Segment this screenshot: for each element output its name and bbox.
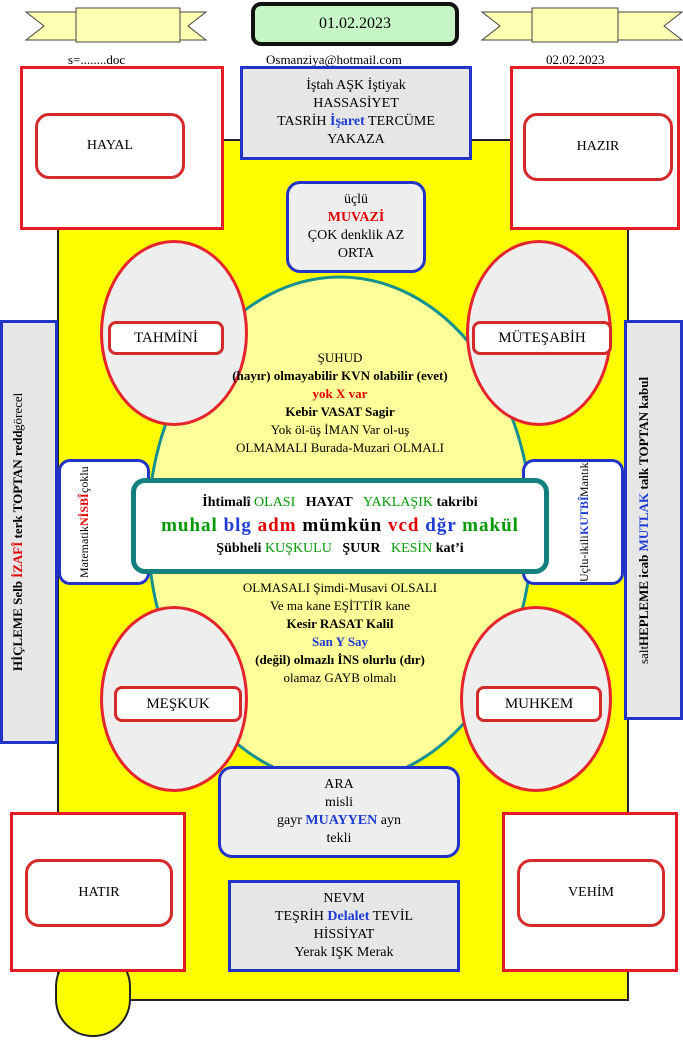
upper-center-line3: ÇOK denklik AZ bbox=[307, 228, 405, 243]
left-side-text: HİÇLEME Selb İZAFÎ terk TOPTAN redd göre… bbox=[9, 329, 27, 735]
bottom-box-line2: TEŞRİH Delalet TEVİL bbox=[274, 909, 414, 924]
upper-text-line4: Kebir VASAT Sagir bbox=[285, 404, 395, 419]
hayal-label: HAYAL bbox=[86, 138, 134, 153]
upper-center-line2: MUVAZİ bbox=[327, 210, 385, 225]
upper-center-line1: üçlü bbox=[343, 192, 369, 207]
file-label: s=........doc bbox=[68, 52, 126, 67]
meskuk-label: MEŞKUK bbox=[146, 695, 210, 712]
hazir-label: HAZIR bbox=[576, 139, 620, 154]
left-side-box: HİÇLEME Selb İZAFÎ terk TOPTAN redd göre… bbox=[0, 320, 58, 744]
right-mid-text: Uçlu-ikili KUTBÎ Mantık bbox=[577, 462, 592, 582]
muhkem-label-box: MUHKEM bbox=[476, 686, 602, 722]
upper-text-block: ŞUHUD (hayır) olmayabilir KVN olabilir (… bbox=[170, 348, 510, 458]
upper-text-line5: Yok öl-üş İMAN Var ol-uş bbox=[270, 422, 410, 437]
lower-text-line3: Kesir RASAT Kalil bbox=[286, 616, 394, 631]
muhkem-label: MUHKEM bbox=[504, 695, 574, 712]
center-row2: muhal blg adm mümkün vcd dğr makül bbox=[161, 515, 519, 536]
lower-center-line2: misli bbox=[324, 795, 353, 810]
date-main: 01.02.2023 bbox=[319, 15, 391, 32]
right-side-text: salt HEPLEME icab MUTLAK talk TOPTAN kab… bbox=[635, 329, 653, 711]
top-box-line3: TASRİH İşaret TERCÜME bbox=[277, 114, 435, 129]
right-side-box: salt HEPLEME icab MUTLAK talk TOPTAN kab… bbox=[624, 320, 683, 720]
center-box: İhtimalî OLASI HAYAT YAKLAŞIK takribi mu… bbox=[131, 478, 549, 574]
left-side-line2: görecel bbox=[10, 392, 25, 431]
right-mid-line2: KUTBÎ bbox=[577, 496, 591, 536]
vehim-label-box: VEHİM bbox=[517, 859, 665, 927]
lower-text-block: OLMASALI Şimdi-Musavi OLSALI Ve ma kane … bbox=[170, 578, 510, 688]
vehim-label: VEHİM bbox=[568, 885, 614, 900]
upper-text-line1: ŞUHUD bbox=[317, 350, 363, 365]
right-side-line2: HEPLEME icab MUTLAK talk TOPTAN kabul bbox=[636, 376, 651, 646]
corner-box-top-left: HAYAL bbox=[20, 66, 224, 230]
lower-text-line2: Ve ma kane EŞİTTİR kane bbox=[269, 598, 411, 613]
hatir-label: HATIR bbox=[78, 885, 120, 900]
corner-box-top-right: HAZIR bbox=[510, 66, 680, 230]
left-mid-line2: NİSBÎ bbox=[77, 493, 91, 526]
left-side-line1: HİÇLEME Selb İZAFÎ terk TOPTAN redd bbox=[10, 430, 25, 672]
bottom-box-line1: NEVM bbox=[323, 891, 365, 906]
lower-center-line3: gayr MUAYYEN ayn bbox=[277, 813, 401, 828]
top-box-line2: HASSASİYET bbox=[313, 96, 399, 111]
right-side-line1: salt bbox=[636, 645, 651, 664]
bottom-box-line3: HİSSİYAT bbox=[313, 927, 375, 942]
corner-box-bottom-left: HATIR bbox=[10, 812, 186, 972]
upper-text-line3: yok X var bbox=[312, 386, 368, 401]
upper-text-line2: (hayır) olmayabilir KVN olabilir (evet) bbox=[232, 368, 448, 383]
left-mid-line3: çoklu bbox=[77, 466, 91, 493]
lower-center-line1: ARA bbox=[324, 777, 354, 792]
left-mid-line1: Matematik bbox=[77, 525, 91, 578]
date-right: 02.02.2023 bbox=[546, 52, 605, 67]
date-badge: 01.02.2023 bbox=[251, 2, 459, 46]
upper-center-box: üçlü MUVAZİ ÇOK denklik AZ ORTA bbox=[286, 181, 426, 273]
hayal-label-box: HAYAL bbox=[35, 113, 185, 179]
corner-box-bottom-right: VEHİM bbox=[502, 812, 678, 972]
bottom-box-line4: Yerak IŞK Merak bbox=[294, 945, 394, 960]
left-mid-text: Matematik NİSBÎ çoklu bbox=[77, 466, 92, 577]
hatir-label-box: HATIR bbox=[25, 859, 173, 927]
left-banner-shape bbox=[24, 7, 208, 43]
lower-text-line5: (değil) olmazlı İNS olurlu (dır) bbox=[255, 652, 425, 667]
lower-text-line6: olamaz GAYB olmalı bbox=[283, 670, 397, 685]
lower-text-line4: San Y Say bbox=[311, 634, 369, 649]
email-label: Osmanziya@hotmail.com bbox=[266, 52, 402, 67]
tahmini-label-box: TAHMİNİ bbox=[108, 321, 224, 355]
lower-center-line4: tekli bbox=[326, 831, 352, 846]
upper-text-line6: OLMAMALI Burada-Muzari OLMALI bbox=[236, 440, 444, 455]
center-row3: Şübheli KUŞKULU ŞUUR KESİN kat’i bbox=[216, 541, 464, 556]
lower-center-box: ARA misli gayr MUAYYEN ayn tekli bbox=[218, 766, 460, 858]
top-box: İştah AŞK İştiyak HASSASİYET TASRİH İşar… bbox=[240, 66, 472, 160]
center-row1: İhtimalî OLASI HAYAT YAKLAŞIK takribi bbox=[202, 495, 478, 510]
top-box-line4: YAKAZA bbox=[327, 132, 385, 147]
mutesabih-label: MÜTEŞABİH bbox=[498, 329, 586, 346]
lower-text-line1: OLMASALI Şimdi-Musavi OLSALI bbox=[242, 580, 438, 595]
top-box-line1: İştah AŞK İştiyak bbox=[306, 78, 406, 93]
upper-center-line4: ORTA bbox=[337, 246, 375, 261]
tahmini-label: TAHMİNİ bbox=[134, 329, 198, 346]
right-banner-shape bbox=[480, 7, 683, 43]
meskuk-label-box: MEŞKUK bbox=[114, 686, 242, 722]
right-mid-line3: Mantık bbox=[577, 461, 591, 497]
mutesabih-label-box: MÜTEŞABİH bbox=[472, 321, 612, 355]
hazir-label-box: HAZIR bbox=[523, 113, 673, 181]
bottom-box: NEVM TEŞRİH Delalet TEVİL HİSSİYAT Yerak… bbox=[228, 880, 460, 972]
right-mid-line1: Uçlu-ikili bbox=[577, 535, 591, 583]
